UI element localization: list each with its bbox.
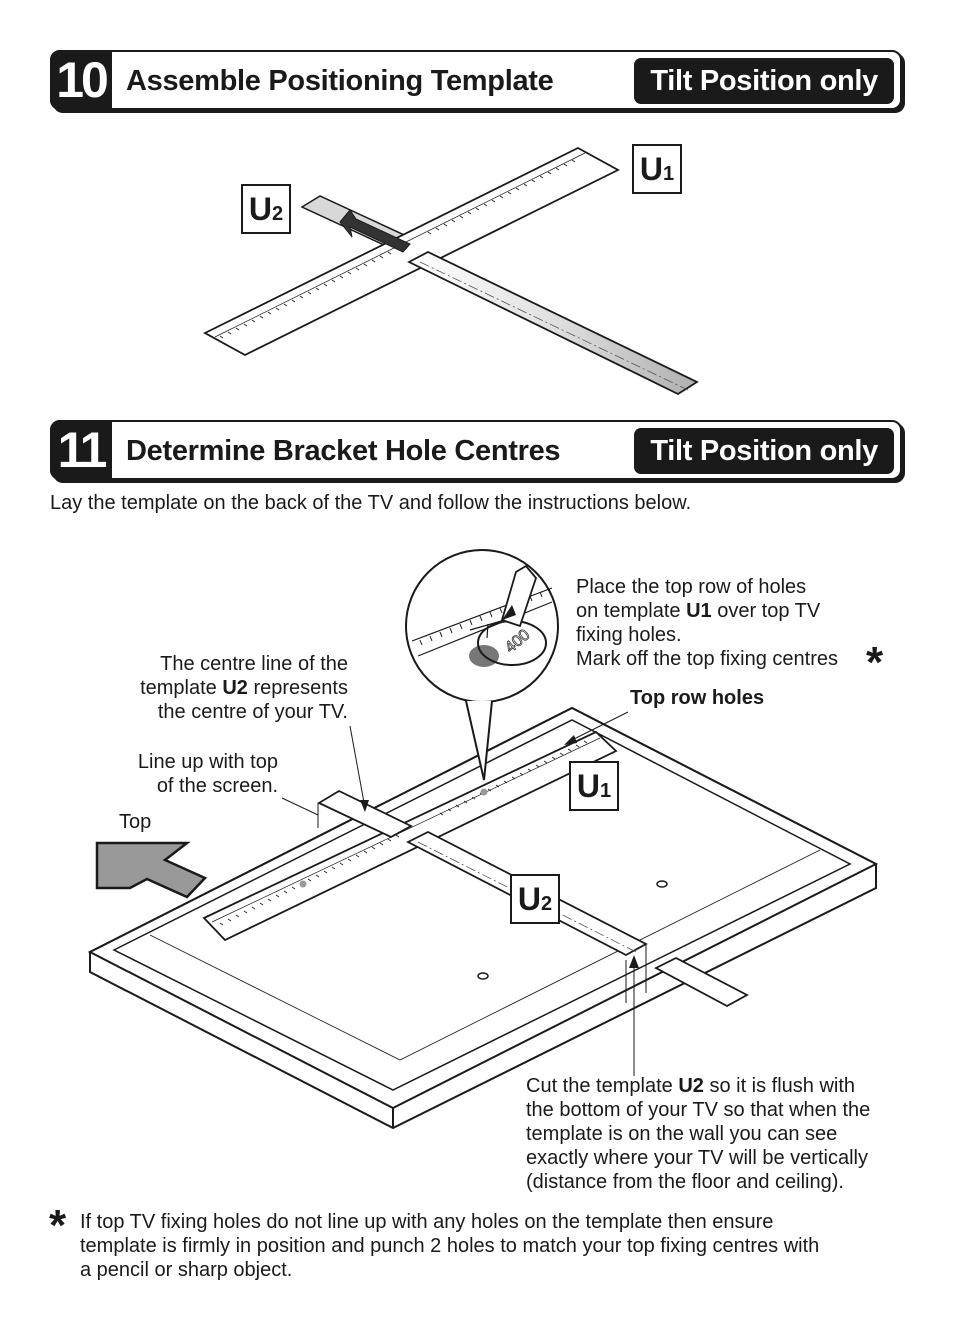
top-holes-callout: Place the top row of holes on template U… [576, 575, 896, 671]
callout-text: over top TV [711, 600, 821, 622]
step-11-header: 11 Determine Bracket Hole Centres Tilt P… [50, 420, 902, 480]
callout-line: fixing holes. [576, 624, 682, 646]
label-subscript: 1 [599, 780, 612, 802]
top-label: Top [119, 811, 152, 833]
top-direction-arrow-icon [95, 841, 208, 899]
step-title: Determine Bracket Hole Centres [126, 435, 561, 467]
callout-text: Cut the template [526, 1075, 679, 1097]
step-11-intro: Lay the template on the back of the TV a… [50, 492, 692, 514]
callout-line: The centre line of the [160, 653, 348, 675]
u1-label: U1 [632, 144, 682, 194]
position-badge: Tilt Position only [634, 428, 894, 474]
step-title: Assemble Positioning Template [126, 65, 554, 97]
template-assembly-illustration [203, 146, 699, 396]
callout-line: of the screen. [156, 775, 278, 797]
step-number: 10 [50, 50, 112, 110]
label-letter: U [517, 881, 541, 917]
callout-line: exactly where your TV will be vertically [526, 1147, 868, 1169]
callout-line: the bottom of your TV so that when the [526, 1099, 871, 1121]
template-hole [299, 880, 307, 888]
callout-line: (distance from the floor and ceiling). [526, 1171, 844, 1193]
callout-bold: U2 [678, 1075, 704, 1097]
cut-template-callout: Cut the template U2 so it is flush with … [526, 1074, 916, 1194]
top-row-holes-label: Top row holes [630, 686, 764, 710]
label-subscript: 2 [271, 203, 284, 225]
callout-text: so it is flush with [703, 1075, 856, 1097]
u1-ruler [203, 146, 620, 357]
u2-strip-cut [654, 956, 749, 1008]
footnote-line: template is firmly in position and punch… [80, 1235, 820, 1257]
callout-bold: U1 [686, 600, 712, 622]
label-subscript: 2 [540, 893, 553, 915]
callout-text: template [140, 677, 223, 699]
callout-bold: Top row holes [630, 687, 765, 709]
u2-strip-top [317, 789, 413, 839]
line-up-callout: Line up with top of the screen. [90, 750, 278, 798]
footnote: If top TV fixing holes do not line up wi… [80, 1210, 940, 1282]
u2-label-on-tv: U2 [510, 874, 560, 924]
label-letter: U [576, 768, 600, 804]
callout-text: on template [576, 600, 687, 622]
ruler-ticks [219, 159, 576, 339]
fixing-hole [477, 972, 489, 980]
insert-arrow-icon [339, 209, 411, 253]
u1-label-on-tv: U1 [569, 761, 619, 811]
footnote-line: a pencil or sharp object. [80, 1259, 293, 1281]
callout-bold: U2 [222, 677, 248, 699]
callout-line: Place the top row of holes [576, 576, 807, 598]
callout-line: Cut the template U2 so it is flush with [526, 1074, 916, 1098]
template-hole [480, 788, 488, 796]
callout-line: template U2 represents [90, 676, 348, 700]
footnote-asterisk-icon: * [49, 1201, 67, 1250]
label-letter: U [639, 151, 663, 187]
footnote-line: If top TV fixing holes do not line up wi… [80, 1211, 774, 1233]
label-subscript: 1 [662, 163, 675, 185]
position-badge: Tilt Position only [634, 58, 894, 104]
callout-line: Mark off the top fixing centres [576, 648, 838, 670]
fixing-hole [656, 880, 668, 888]
step-10-header: 10 Assemble Positioning Template Tilt Po… [50, 50, 902, 110]
callout-line: template is on the wall you can see [526, 1123, 838, 1145]
asterisk-icon: * [866, 638, 884, 687]
centre-line-callout: The centre line of the template U2 repre… [90, 652, 348, 724]
label-letter: U [248, 191, 272, 227]
u2-strip-lower [407, 250, 699, 396]
u2-label: U2 [241, 184, 291, 234]
callout-line: the centre of your TV. [157, 701, 348, 723]
callout-line: on template U1 over top TV [576, 599, 896, 623]
callout-text: represents [247, 677, 348, 699]
u1-ruler-on-tv [202, 730, 618, 942]
step-number: 11 [50, 420, 112, 480]
callout-line: Line up with top [137, 751, 278, 773]
